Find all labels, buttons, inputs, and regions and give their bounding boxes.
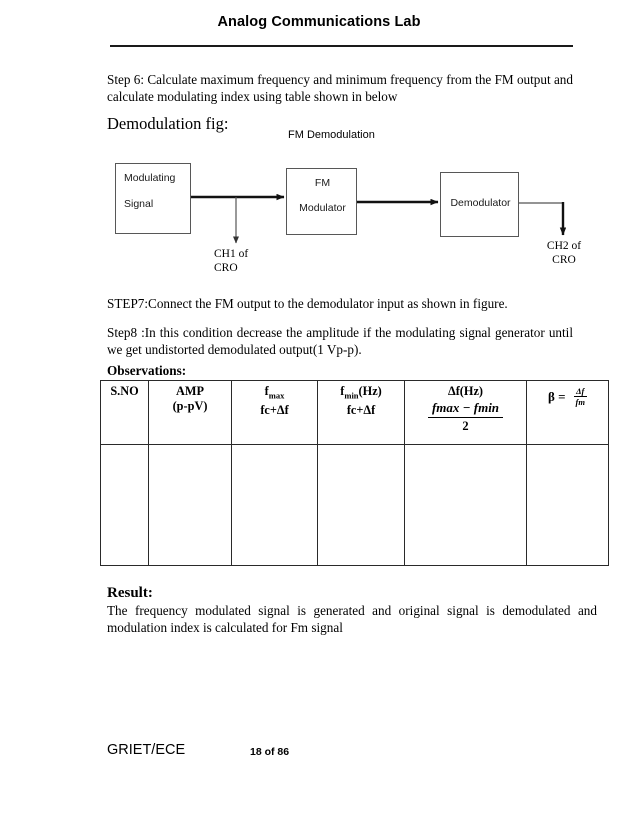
step6-paragraph: Step 6: Calculate maximum frequency and … [107,72,573,104]
table-cell-fmin[interactable] [317,444,405,566]
table-header-row: S.NO AMP (p-pV) fmax fc+Δf fmin(Hz) fc+Δ… [100,380,609,445]
table-header-amp: AMP (p-pV) [148,380,232,445]
table-header-fmax-text: fmax [232,384,317,403]
figure-caption: FM Demodulation [288,129,375,141]
probe-label-ch1-line1: CH1 of [214,248,249,260]
table-cell-amp[interactable] [148,444,232,566]
table-header-deltaf-fraction: fmax − fmin 2 [427,400,504,434]
table-header-beta-denominator: fm [575,397,585,407]
block-modulating-signal: Modulating Signal [115,163,191,234]
header-divider [110,45,573,47]
table-header-fmin-base: f [340,384,345,398]
table-header-fmin-formula: fc+Δf [346,403,376,418]
table-header-fmax: fmax fc+Δf [231,380,318,445]
table-header-fmax-subscript: max [268,390,285,401]
table-cell-deltaf[interactable] [404,444,527,566]
page-title: Analog Communications Lab [217,14,421,30]
probe-label-ch2: CH2 of CRO [538,240,590,267]
table-cell-beta[interactable] [526,444,609,566]
block-modulating-signal-line2: Signal [124,198,154,210]
table-header-amp-text: AMP [176,384,204,398]
page-header: Analog Communications Lab [0,14,638,30]
probe-label-ch1: CH1 of CRO [214,248,248,275]
footer-organization: GRIET/ECE [107,742,186,758]
observations-label: Observations: [107,363,187,378]
result-text: The frequency modulated signal is genera… [107,603,597,635]
table-cell-fmax[interactable] [231,444,318,566]
table-header-amp-unit: (p-pV) [172,399,208,413]
table-header-deltaf-denominator: 2 [462,419,469,433]
result-label: Result: [107,585,153,601]
table-header-fmin-text: fmin(Hz) [318,384,404,403]
block-fm-modulator-line1: FM [314,177,331,189]
table-header-beta-symbol: β = [548,388,566,404]
table-header-fmax-formula: fc+Δf [260,403,289,418]
table-header-deltaf-numerator: fmax − fmin [427,400,504,418]
table-row [100,444,609,566]
probe-label-ch2-line1: CH2 of [546,240,582,252]
table-header-beta-numerator: Δf [573,386,587,397]
block-modulating-signal-line1: Modulating [124,172,176,184]
block-demodulator: Demodulator [440,172,519,237]
observations-table: S.NO AMP (p-pV) fmax fc+Δf fmin(Hz) fc+Δ… [100,380,609,566]
step8-paragraph: Step8 :In this condition decrease the am… [107,325,573,357]
table-header-fmin-unit: (Hz) [358,384,382,398]
table-header-sno: S.NO [100,380,149,445]
block-fm-modulator-line2: Modulator [299,202,346,214]
block-fm-modulator: FM Modulator [286,168,357,235]
table-cell-sno[interactable] [100,444,149,566]
table-header-deltaf-text: Δf(Hz) [447,384,484,398]
table-header-fmax-base: f [264,384,269,398]
table-header-sno-text: S.NO [110,384,139,398]
probe-label-ch1-line2: CRO [214,261,238,274]
table-header-deltaf: Δf(Hz) fmax − fmin 2 [404,380,527,445]
footer-page-number: 18 of 86 [250,746,290,758]
block-demodulator-line1: Demodulator [450,197,511,209]
table-header-fmin: fmin(Hz) fc+Δf [317,380,405,445]
probe-label-ch2-line2: CRO [552,253,576,266]
step7-paragraph: STEP7:Connect the FM output to the demod… [107,296,508,311]
demodulation-fig-heading: Demodulation fig: [107,114,229,133]
table-header-fmin-subscript: min [344,390,359,401]
